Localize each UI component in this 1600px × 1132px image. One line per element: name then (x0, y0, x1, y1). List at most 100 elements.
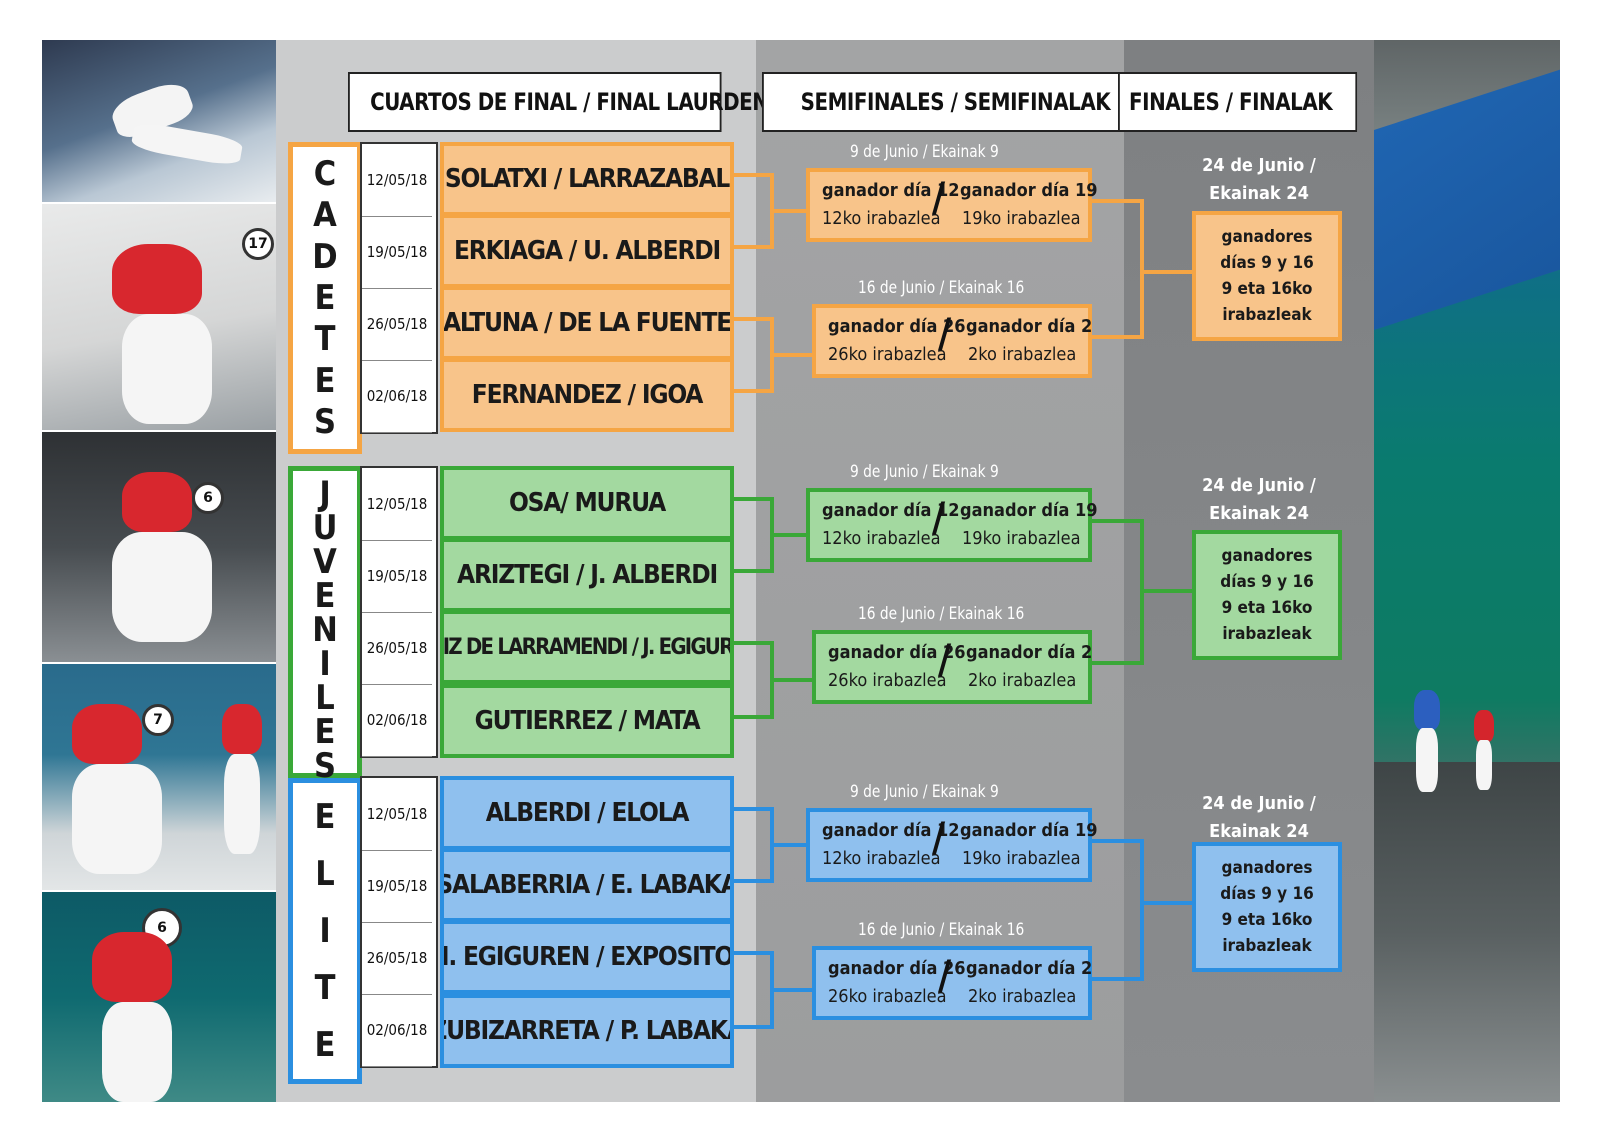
bracket-line (1084, 839, 1144, 981)
team-pair: ALBERDI / ELOLA (440, 776, 734, 850)
final-date: 24 de Junio /Ekainak 24 (1184, 152, 1334, 208)
match-date: 19/05/18 (362, 216, 432, 289)
semifinal-left2: 12ko irabazlea (822, 208, 941, 229)
category-letter: E (314, 576, 336, 616)
semifinal-box: ganador día 26 26ko irabazlea ganador día … (812, 304, 1092, 378)
semifinal-left1: ganador día 12 (822, 180, 960, 201)
semifinal-right2: 2ko irabazlea (968, 986, 1077, 1007)
semifinal-left2: 12ko irabazlea (822, 528, 941, 549)
final-line: 9 eta 16ko (1221, 910, 1313, 930)
final-line: días 9 y 16 (1220, 572, 1314, 592)
semifinal-left1: ganador día 26 (828, 958, 966, 979)
semifinal-right1: ganador día 19 (960, 820, 1098, 841)
semifinal-right1: ganador día 2 (966, 642, 1093, 663)
category-letter: U (312, 508, 338, 548)
semifinal-right2: 2ko irabazlea (968, 344, 1077, 365)
header-semis: SEMIFINALES / SEMIFINALAK (762, 72, 1149, 132)
category-letter: S (313, 746, 337, 786)
category-letter: L (315, 854, 335, 895)
category-letter: N (312, 610, 338, 650)
team-pair: I. EGIGUREN / EXPOSITO (440, 920, 734, 994)
semifinal-left1: ganador día 12 (822, 820, 960, 841)
final-line: 9 eta 16ko (1221, 279, 1313, 299)
header-finals: FINALES / FINALAK (1118, 72, 1358, 132)
fronton-photo (1374, 40, 1560, 1102)
semi-date: 16 de Junio / Ekainak 16 (858, 604, 1025, 624)
final-line: días 9 y 16 (1220, 253, 1314, 273)
court-number-icon: 7 (142, 704, 174, 736)
slash-divider: / (932, 175, 946, 221)
match-date: 02/06/18 (362, 684, 432, 757)
final-date-line: 24 de Junio / (1202, 793, 1316, 814)
match-date: 12/05/18 (362, 468, 432, 541)
semifinal-box: ganador día 12 12ko irabazlea ganador día … (806, 808, 1098, 882)
bracket-line (1084, 519, 1144, 665)
semifinal-box: ganador día 12 12ko irabazlea ganador día … (806, 168, 1098, 242)
semi-date: 9 de Junio / Ekainak 9 (850, 462, 999, 482)
semi-date: 9 de Junio / Ekainak 9 (850, 142, 999, 162)
team-pair: SOLATXI / LARRAZABAL (440, 142, 734, 216)
match-date: 12/05/18 (362, 144, 432, 217)
semifinal-left1: ganador día 12 (822, 500, 960, 521)
semifinal-right1: ganador día 2 (966, 316, 1093, 337)
semifinal-left2: 26ko irabazlea (828, 670, 947, 691)
match-date: 26/05/18 (362, 922, 432, 995)
photo-pelotari-4: 7 (42, 664, 276, 890)
team-pair: ERKIAGA / U. ALBERDI (440, 214, 734, 288)
semifinal-left2: 26ko irabazlea (828, 344, 947, 365)
category-letter: S (313, 402, 337, 443)
category-letter: E (314, 712, 336, 752)
category-letter: I (319, 644, 331, 684)
final-date-line: 24 de Junio / (1202, 475, 1316, 496)
slash-divider: / (938, 953, 952, 999)
category-letter: T (314, 319, 336, 360)
category-letter: A (313, 195, 337, 236)
final-date-line: 24 de Junio / (1202, 155, 1316, 176)
match-date: 02/06/18 (362, 994, 432, 1067)
court-number-icon: 6 (192, 482, 224, 514)
semifinal-right2: 19ko irabazlea (962, 848, 1081, 869)
match-date: 26/05/18 (362, 288, 432, 361)
final-line: ganadores (1221, 858, 1313, 878)
team-pair: ZUBIZARRETA / P. LABAKA (440, 994, 734, 1068)
team-pair: OSA/ MURUA (440, 466, 734, 540)
photo-pelotari-5: 6 (42, 892, 276, 1102)
bracket-line (1084, 199, 1144, 339)
final-line: ganadores (1221, 546, 1313, 566)
team-pair: SALABERRIA / E. LABAKA (440, 848, 734, 922)
final-line: 9 eta 16ko (1221, 598, 1313, 618)
semifinal-right2: 19ko irabazlea (962, 208, 1081, 229)
semifinal-left2: 12ko irabazlea (822, 848, 941, 869)
category-letter: E (314, 797, 336, 838)
slash-divider: / (938, 311, 952, 357)
final-date: 24 de Junio / Ekainak 24 (1184, 790, 1334, 846)
final-line: irabazleak (1222, 305, 1312, 325)
team-pair: ALTUNA / DE LA FUENTE (440, 286, 734, 360)
match-date: 12/05/18 (362, 778, 432, 851)
category-letter: D (312, 236, 338, 277)
slash-divider: / (932, 815, 946, 861)
semifinal-right1: ganador día 2 (966, 958, 1093, 979)
category-letter: C (313, 153, 337, 194)
team-pair: GUTIERREZ / MATA (440, 684, 734, 758)
semifinal-right1: ganador día 19 (960, 180, 1098, 201)
category-letter: L (315, 678, 335, 718)
photo-pelotari-1 (42, 40, 276, 202)
semifinal-left1: ganador día 26 (828, 316, 966, 337)
category-letter: E (314, 360, 336, 401)
final-date-line: Ekainak 24 (1209, 821, 1309, 842)
match-date: 19/05/18 (362, 850, 432, 923)
final-line: días 9 y 16 (1220, 884, 1314, 904)
match-date: 26/05/18 (362, 612, 432, 685)
photo-pelotari-3: 6 (42, 432, 276, 662)
fronton-floor (1374, 762, 1560, 1102)
